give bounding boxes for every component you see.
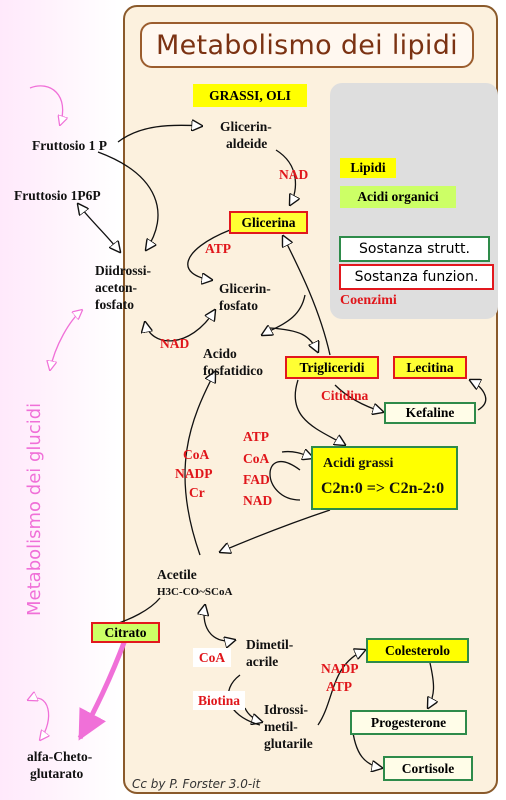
node-idrossimetil-2: metil-: [264, 719, 298, 734]
node-acidi-grassi: Acidi grassi C2n:0 => C2n-2:0: [311, 446, 458, 510]
coenzyme-atp-2: ATP: [243, 429, 269, 444]
node-grassi-oli: GRASSI, OLI: [193, 84, 307, 107]
legend-acidi-organici: Acidi organici: [340, 186, 456, 208]
node-dimetilacrile-2: acrile: [246, 654, 279, 669]
node-fruttosio-1p6p: Fruttosio 1P6P: [14, 188, 101, 203]
credit-text: Cc by P. Forster 3.0-it: [132, 777, 261, 791]
node-progesterone: Progesterone: [350, 710, 467, 735]
legend-sostanza-funzion: Sostanza funzion.: [339, 264, 494, 290]
node-diidrossi-2: aceton-: [95, 280, 137, 295]
node-kefaline: Kefaline: [384, 402, 476, 424]
node-acido-fosfatidico-2: fosfatidico: [203, 363, 263, 378]
coenzyme-atp-3: ATP: [326, 679, 352, 694]
legend-sostanza-strutt: Sostanza strutt.: [339, 236, 490, 262]
coenzyme-nad-1: NAD: [279, 167, 309, 182]
node-citrato: Citrato: [91, 622, 160, 643]
page-title: Metabolismo dei lipidi: [140, 22, 474, 68]
coenzyme-coa-b: CoA: [243, 451, 270, 466]
node-gliceraldeide-1: Glicerin-: [220, 119, 272, 134]
coenzyme-citidina: Citidina: [321, 388, 369, 403]
node-glicerinfosfato-2: fosfato: [219, 298, 258, 313]
node-glicerinfosfato-1: Glicerin-: [219, 281, 271, 296]
node-acetile-formula: H3C-CO~SCoA: [157, 586, 233, 598]
node-fruttosio-1p: Fruttosio 1 P: [32, 138, 107, 153]
coenzyme-nad-2: NAD: [160, 336, 190, 351]
coenzyme-nadp-b: NADP: [321, 661, 359, 676]
coenzyme-coa-a: CoA: [183, 447, 210, 462]
legend-coenzimi: Coenzimi: [340, 293, 397, 308]
node-idrossimetil-3: glutarile: [264, 736, 313, 751]
node-trigliceridi: Trigliceridi: [285, 356, 379, 379]
coenzyme-nad-3: NAD: [243, 493, 273, 508]
coenzyme-coa-c: CoA: [193, 648, 231, 667]
node-dimetilacrile-1: Dimetil-: [246, 637, 294, 652]
coenzyme-atp-1: ATP: [205, 241, 231, 256]
node-alfa-chetoglutarato-2: glutarato: [30, 766, 84, 781]
legend-lipidi: Lipidi: [340, 158, 396, 178]
node-cortisole: Cortisole: [383, 756, 473, 781]
node-lecitina: Lecitina: [393, 356, 467, 379]
node-colesterolo: Colesterolo: [366, 638, 469, 663]
node-gliceraldeide-2: aldeide: [226, 136, 268, 151]
node-diidrossi-1: Diidrossi-: [95, 263, 152, 278]
coenzyme-fad: FAD: [243, 472, 270, 487]
node-diidrossi-3: fosfato: [95, 297, 134, 312]
node-idrossimetil-1: Idrossi-: [264, 702, 309, 717]
node-acido-fosfatidico-1: Acido: [203, 346, 237, 361]
node-glicerina: Glicerina: [229, 211, 308, 234]
acidi-grassi-formula: C2n:0 => C2n-2:0: [321, 480, 445, 497]
side-label-glucid-metabolism: Metabolismo dei glucidi: [24, 402, 45, 616]
coenzyme-biotina: Biotina: [193, 691, 245, 710]
glucid-metabolism-band: [0, 0, 118, 800]
acidi-grassi-title: Acidi grassi: [323, 456, 394, 471]
node-alfa-chetoglutarato-1: alfa-Cheto-: [27, 749, 93, 764]
coenzyme-cr: Cr: [189, 485, 205, 500]
coenzyme-nadp-a: NADP: [175, 466, 213, 481]
node-acetile: Acetile: [157, 567, 197, 582]
